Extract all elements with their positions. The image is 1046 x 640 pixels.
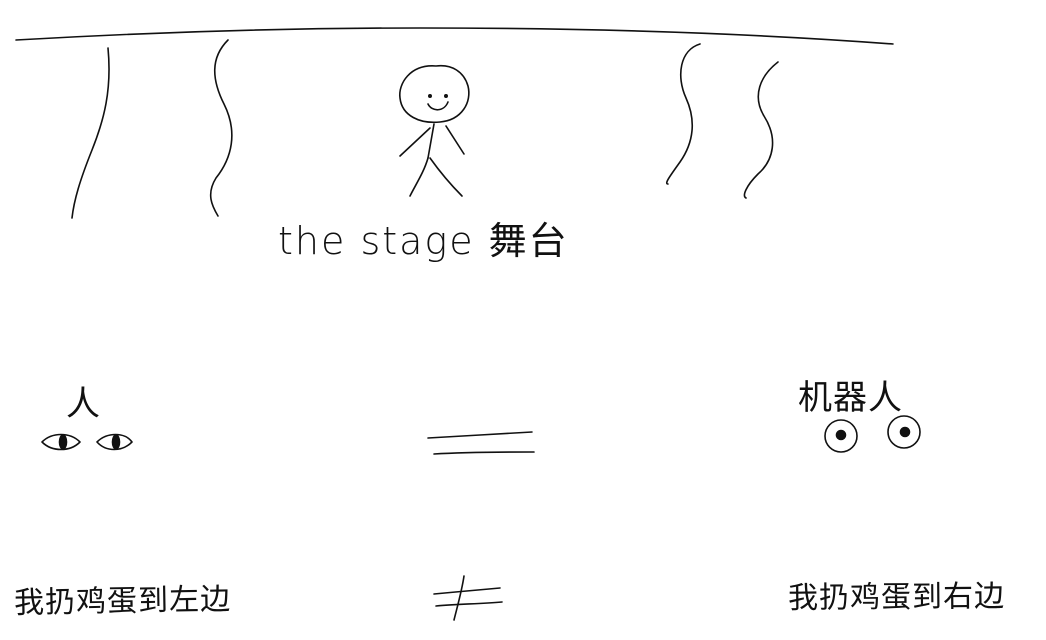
curtain-left-outer — [71, 47, 110, 219]
robot-eyes — [824, 415, 921, 453]
curtain-right-inner — [665, 43, 701, 185]
human-eye-left-pupil — [58, 434, 68, 450]
curtain-rail — [15, 27, 894, 45]
sentence-right: 我扔鸡蛋到右边 — [787, 579, 1006, 616]
performer-smile — [427, 101, 449, 111]
performer-arm-right — [445, 125, 465, 155]
performer-body — [427, 123, 435, 159]
human-eye-left-outline — [41, 433, 81, 451]
performer-leg-right — [429, 157, 463, 197]
not-equals-sign — [433, 575, 503, 621]
curtain-right-outer — [743, 61, 779, 199]
robot-eye-right-outline — [887, 415, 921, 449]
equals-sign — [427, 431, 535, 455]
performer-leg-left — [409, 157, 429, 197]
performer-eye-right — [443, 94, 448, 99]
human-eye-right-pupil — [111, 434, 121, 450]
robot-eye-left-pupil — [835, 429, 847, 441]
robot-eye-left-outline — [824, 419, 858, 453]
human-label: 人 — [66, 384, 101, 424]
robot-eye-right-pupil — [899, 426, 911, 438]
sentence-left: 我扔鸡蛋到左边 — [13, 582, 232, 621]
robot-label: 机器人 — [798, 378, 903, 418]
stage-caption: the stage 舞台 — [278, 219, 569, 263]
performer-figure — [399, 64, 470, 197]
human-eyes — [41, 433, 133, 451]
performer-arm-left — [399, 127, 431, 157]
curtain-left-inner — [209, 39, 233, 217]
performer-head — [399, 64, 470, 124]
human-eye-right-outline — [96, 433, 133, 451]
performer-eye-left — [427, 94, 432, 99]
